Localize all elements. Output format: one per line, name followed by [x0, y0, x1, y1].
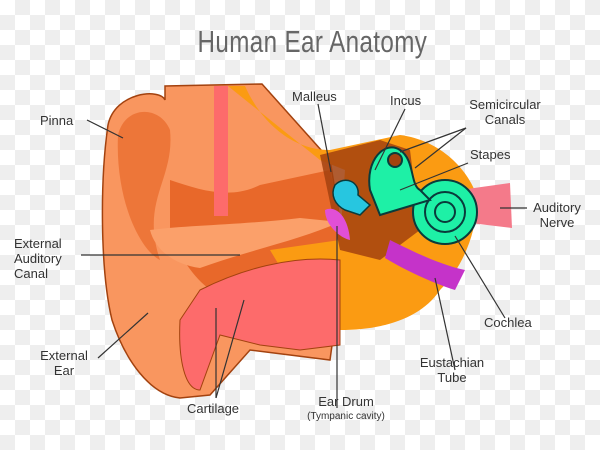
label-line: Nerve — [539, 215, 575, 230]
leader-lines — [81, 103, 527, 408]
label-line: External — [40, 348, 88, 363]
label-line: Tube — [437, 370, 467, 385]
label-stapes: Stapes — [470, 147, 511, 162]
label-cochlea: Cochlea — [484, 315, 532, 330]
label-auditory-nerve: Auditory Nerve — [528, 200, 586, 230]
ossicles-shape — [332, 179, 372, 216]
label-external-auditory-canal: External Auditory Canal — [14, 236, 62, 281]
label-line: Auditory — [14, 251, 62, 266]
label-line: Canal — [14, 266, 48, 281]
semicircular-canals-shape — [368, 146, 432, 217]
label-tympanic-cavity: (Tympanic cavity) — [307, 411, 385, 422]
label-line: Auditory — [533, 200, 581, 215]
label-line: Semicircular — [469, 97, 541, 112]
eustachian-tube-shape — [385, 240, 465, 290]
label-line: Canals — [484, 112, 526, 127]
label-malleus: Malleus — [292, 89, 337, 104]
label-cartilage: Cartilage — [187, 401, 240, 416]
label-line: Ear Drum — [318, 394, 374, 409]
label-semicircular-canals: Semicircular Canals — [460, 97, 550, 127]
skin-strip — [214, 86, 228, 216]
label-incus: Incus — [390, 93, 422, 108]
label-external-ear: External Ear — [36, 348, 92, 378]
page-title: Human Ear Anatomy — [197, 24, 428, 59]
ear-drum-shape — [325, 208, 350, 240]
label-line: Ear — [53, 363, 75, 378]
label-ear-drum: Ear Drum (Tympanic cavity) — [292, 394, 400, 424]
label-line: External — [14, 236, 62, 251]
label-eustachian-tube: Eustachian Tube — [414, 355, 490, 385]
label-pinna: Pinna — [40, 113, 74, 128]
label-line: Eustachian — [419, 355, 485, 370]
cochlea-shape — [412, 179, 478, 245]
pinna-fold — [117, 111, 171, 260]
throat-tissue — [179, 258, 341, 391]
